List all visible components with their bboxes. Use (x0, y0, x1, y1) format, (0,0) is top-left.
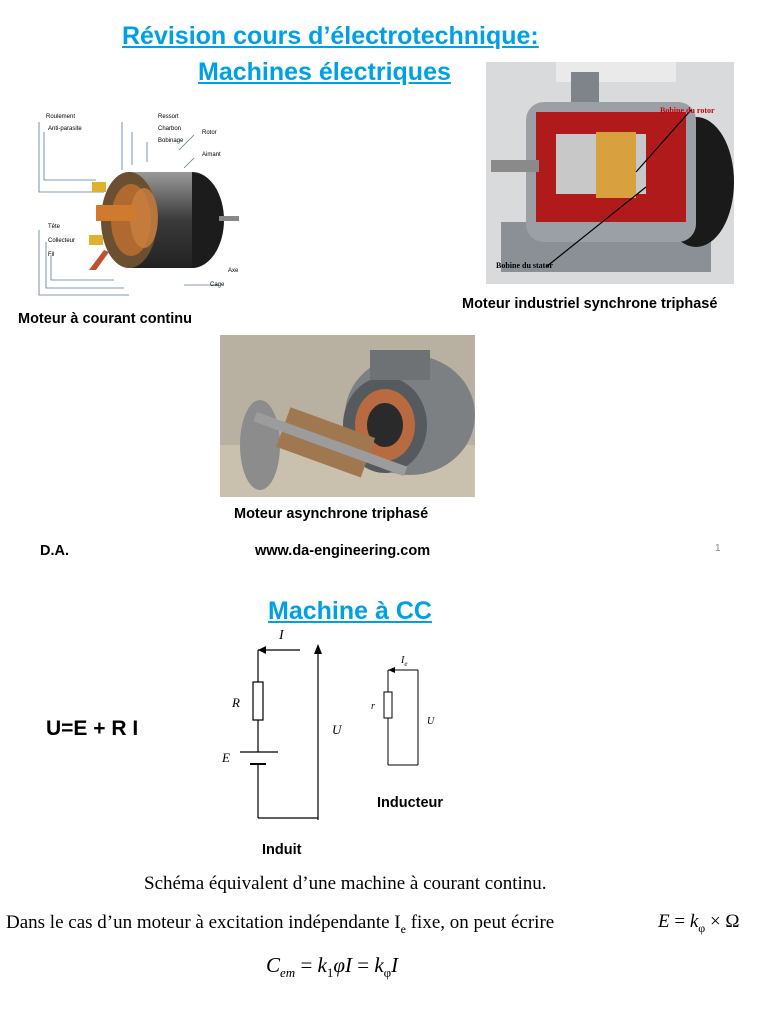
slide1-title-line2: Machines électriques (198, 58, 451, 86)
field-resistor (383, 691, 393, 719)
footer-website: www.da-engineering.com (255, 543, 431, 559)
dc-motor-drawing (38, 122, 239, 296)
inducteur-label: Inducteur (377, 795, 444, 811)
page-number: 1 (715, 543, 721, 554)
label-antiparasite: Anti-parasite (48, 126, 82, 132)
formula1-omega: Ω (725, 911, 740, 932)
formula2-k1-sub: 1 (326, 965, 334, 981)
field-circuit-diagram (383, 667, 419, 766)
formula2-eq2: = (351, 953, 375, 977)
voltage-arrow-head (314, 644, 322, 654)
armature-circuit-diagram (240, 644, 322, 820)
formula2-k: k (374, 953, 384, 977)
label-fil: Fil (48, 252, 55, 258)
slide1-title-line1: Révision cours d’électrotechnique: (122, 22, 539, 50)
label-aimant: Aimant (202, 152, 221, 158)
sentence-text: Dans le cas d’un moteur à excitation ind… (6, 912, 401, 933)
sync-motor-photo: Bobine du rotor Bobine du stator (486, 62, 734, 284)
formula2-eq1: = (295, 953, 318, 977)
field-current-subscript: e (404, 660, 408, 668)
formula1-eq: = (669, 911, 690, 932)
async-motor-drawing (220, 335, 475, 497)
armature-resistor (252, 681, 264, 721)
slide2-title: Machine à CC (268, 597, 432, 625)
voltage-equation: U=E + R I (46, 717, 139, 740)
async-motor-caption: Moteur asynchrone triphasé (234, 506, 429, 522)
label-roulement: Roulement (46, 114, 76, 120)
current-arrow-head (258, 646, 266, 654)
formula2-phi: φI (333, 953, 352, 977)
dc-motor-caption: Moteur à courant continu (18, 311, 192, 327)
formula2-k-sub: φ (383, 965, 392, 981)
sentence-subscript: e (400, 921, 406, 936)
formula2-i: I (391, 953, 399, 977)
field-current-label: Ie (401, 655, 408, 668)
induit-label: Induit (262, 842, 302, 858)
footer-author: D.A. (40, 543, 69, 559)
formula1-k: k (689, 911, 699, 932)
emf-label-E: E (222, 750, 230, 765)
label-charbon: Charbon (158, 126, 182, 132)
async-motor-photo (220, 335, 475, 497)
formula2-lhs-sub: em (280, 965, 296, 981)
current-label-I: I (279, 628, 284, 643)
independent-excitation-sentence: Dans le cas d’un moteur à excitation ind… (6, 912, 554, 937)
label-collecteur: Collecteur (48, 238, 76, 244)
label-bobinage: Bobinage (158, 138, 184, 144)
resistor-label-R: R (232, 695, 240, 710)
formula2-k1: k (317, 953, 327, 977)
field-resistor-label-r: r (371, 701, 375, 712)
label-rotor: Rotor (202, 130, 217, 136)
dc-motor-illustration: Roulement Anti-parasite Ressort Charbon … (34, 110, 254, 305)
sync-motor-caption: Moteur industriel synchrone triphasé (462, 296, 718, 312)
formula2-lhs: C (266, 953, 281, 977)
sync-motor-drawing (486, 62, 734, 284)
formula1-lhs: E (658, 911, 670, 932)
label-axe: Axe (228, 268, 239, 274)
field-voltage-label-U: U (427, 716, 435, 727)
formula1-times: × (705, 911, 726, 932)
sentence-tail: fixe, on peut écrire (405, 912, 555, 933)
label-bobine-stator: Bobine du stator (496, 261, 553, 270)
label-ressort: Ressort (158, 114, 179, 120)
voltage-label-U: U (332, 722, 342, 737)
formula-emf: E = kφ × Ω (658, 911, 740, 936)
field-current-arrow-head (388, 667, 395, 673)
label-cage: Cage (210, 282, 225, 288)
formula1-k-sub: φ (698, 920, 706, 935)
schema-caption: Schéma équivalent d’une machine à couran… (144, 873, 547, 894)
formula-torque: Cem = k1φI = kφI (266, 953, 398, 981)
label-tete: Tête (48, 224, 61, 230)
label-bobine-rotor: Bobine du rotor (660, 106, 715, 115)
